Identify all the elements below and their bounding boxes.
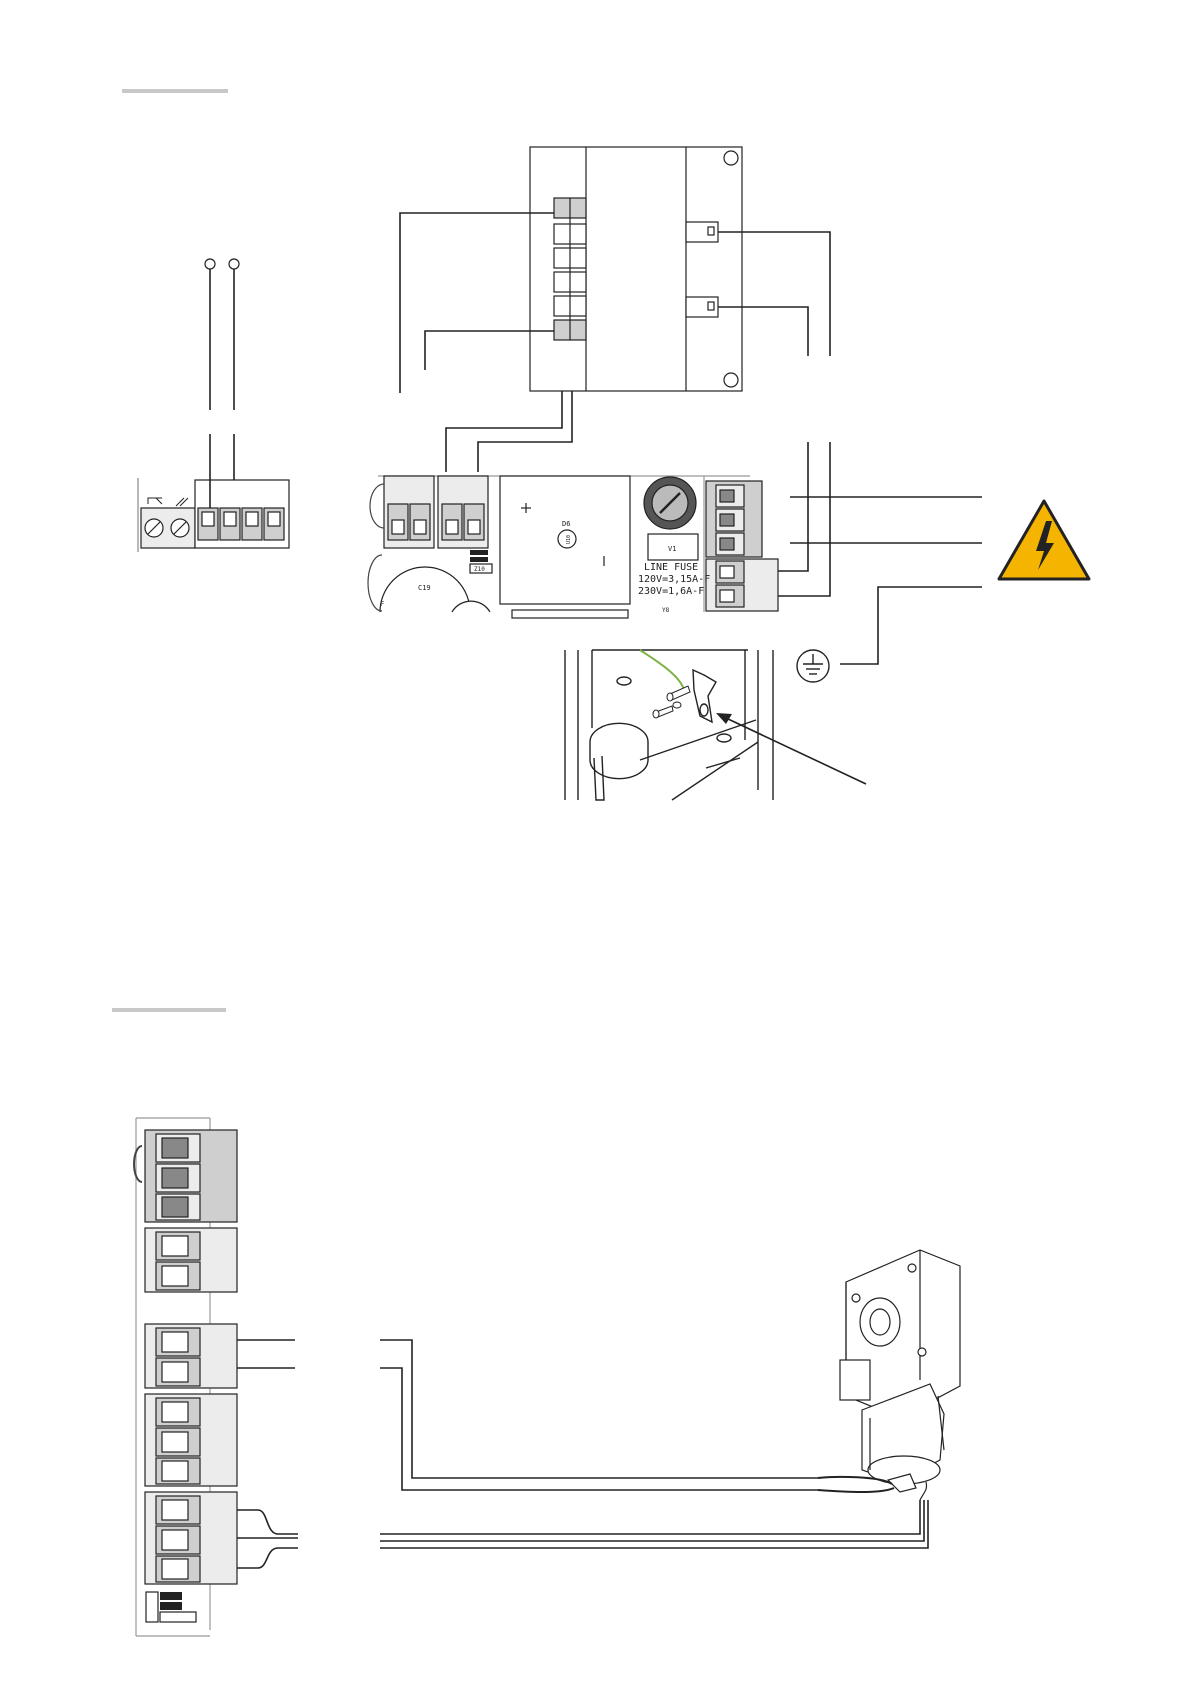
- transformer: [530, 147, 742, 391]
- label-u10: U10: [566, 535, 572, 544]
- label-fuse-230v: 230V=1,6A-F: [638, 586, 704, 597]
- control-board-terminals: [134, 1118, 237, 1636]
- label-fuse-120v: 120V=3,15A-F: [638, 574, 710, 585]
- label-y8: Y8: [662, 607, 670, 614]
- label-line-fuse: LINE FUSE: [644, 562, 698, 573]
- motor-wires: [237, 1340, 928, 1568]
- label-z10: Z10: [474, 566, 485, 573]
- motor-gearbox-icon: [818, 1250, 960, 1500]
- pointer-arrow: [716, 713, 866, 784]
- label-f: F: [380, 600, 384, 608]
- label-v1: V1: [668, 545, 676, 553]
- electrical-hazard-icon: [999, 501, 1089, 579]
- label-c19: C19: [418, 584, 431, 592]
- mains-wires: [778, 442, 982, 664]
- screw-icon: [653, 686, 690, 718]
- earth-ground-icon: [797, 650, 829, 682]
- pcb-board: [368, 476, 778, 618]
- left-terminal-block: [138, 259, 289, 552]
- label-d6: D6: [562, 520, 570, 528]
